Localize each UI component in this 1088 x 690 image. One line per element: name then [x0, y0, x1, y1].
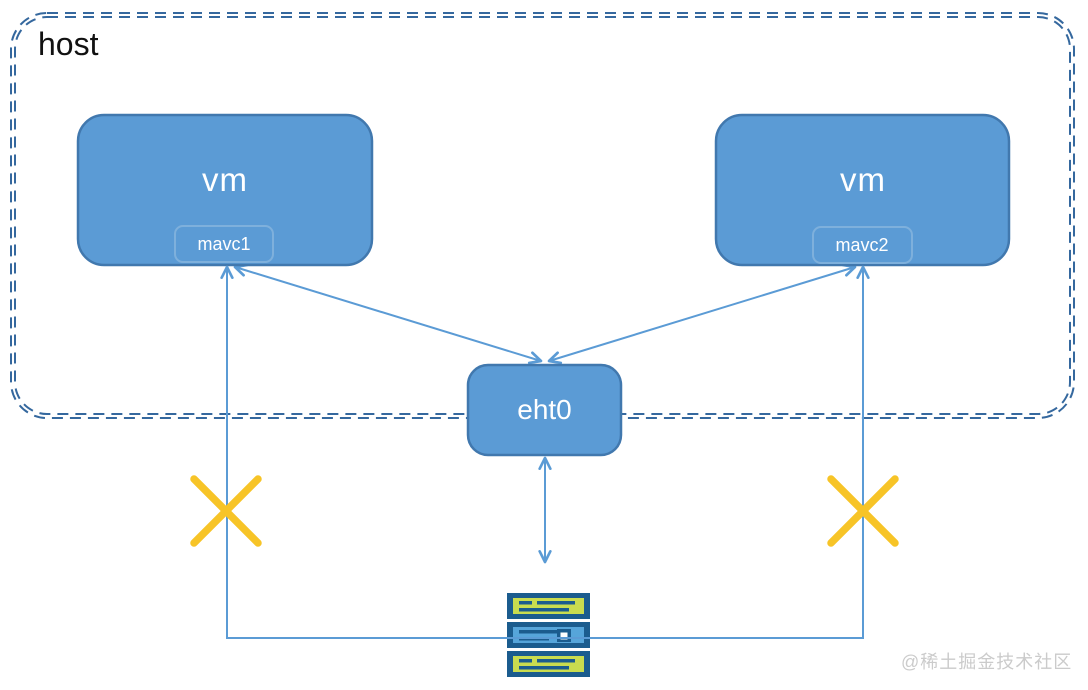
connector-mavc1-eth0 — [233, 263, 543, 365]
blocked-cross-left-icon — [190, 475, 262, 547]
switch-icon — [507, 593, 590, 677]
vm-right-node — [714, 113, 1011, 267]
vm-left-node — [76, 113, 374, 267]
connector-nic-switch-bypass — [220, 265, 870, 639]
mavc1-nic-node — [174, 225, 274, 263]
blocked-cross-right-icon — [827, 475, 899, 547]
mavc2-nic-node — [812, 226, 913, 264]
eth0-node — [466, 363, 623, 457]
connector-mavc2-eth0 — [547, 263, 857, 365]
